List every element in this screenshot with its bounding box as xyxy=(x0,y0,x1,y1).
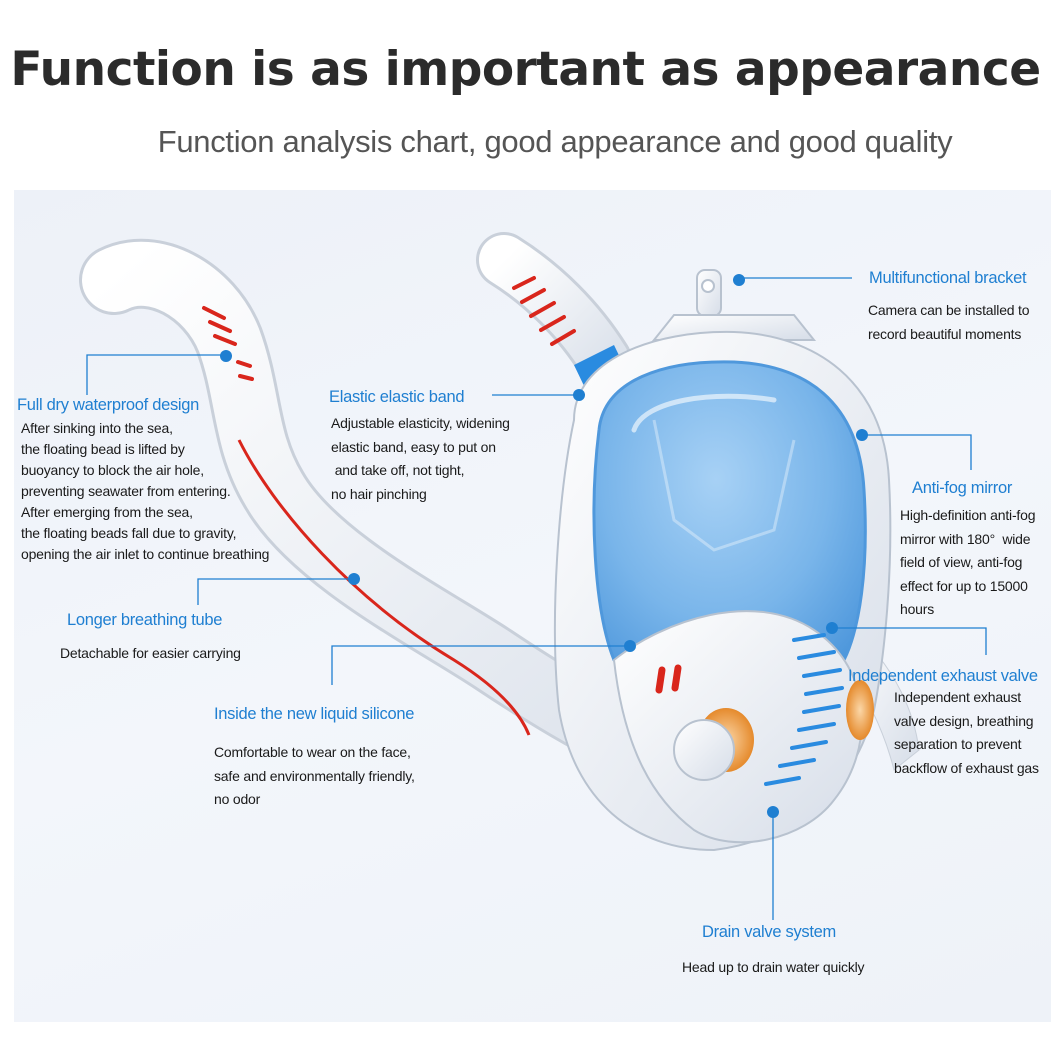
feature-desc-breathing-tube: Detachable for easier carrying xyxy=(60,645,241,661)
breathing-tube-left xyxy=(79,238,689,785)
callout-dots xyxy=(220,274,868,818)
feature-desc-anti-fog: High-definition anti-fog mirror with 180… xyxy=(900,507,1036,617)
page-subtitle: Function analysis chart, good appearance… xyxy=(157,124,953,159)
feature-desc-dry-design: After sinking into the sea, the floating… xyxy=(21,420,270,562)
mouth-piece xyxy=(612,610,874,844)
feature-desc-bracket: Camera can be installed to record beauti… xyxy=(868,302,1030,342)
feature-label-dry-design: Full dry waterproof design xyxy=(17,396,200,414)
feature-label-elastic-band: Elastic elastic band xyxy=(329,388,465,406)
snorkel-mask-illustration xyxy=(79,232,987,920)
feature-desc-elastic-band: Adjustable elasticity, widening elastic … xyxy=(331,415,510,502)
feature-label-bracket: Multifunctional bracket xyxy=(869,269,1027,287)
feature-label-drain: Drain valve system xyxy=(702,923,836,941)
feature-desc-drain: Head up to drain water quickly xyxy=(682,959,865,975)
feature-label-breathing-tube: Longer breathing tube xyxy=(67,611,223,629)
feature-label-exhaust: Independent exhaust valve xyxy=(848,667,1038,685)
feature-label-silicone: Inside the new liquid silicone xyxy=(214,705,415,723)
callout-lines xyxy=(86,277,987,920)
diagram-panel: Multifunctional bracket Camera can be in… xyxy=(14,190,1051,1022)
feature-desc-exhaust: Independent exhaust valve design, breath… xyxy=(894,689,1039,776)
page-title: Function is as important as appearance xyxy=(10,42,1041,97)
feature-label-anti-fog: Anti-fog mirror xyxy=(912,479,1013,497)
feature-desc-silicone: Comfortable to wear on the face, safe an… xyxy=(214,744,415,807)
